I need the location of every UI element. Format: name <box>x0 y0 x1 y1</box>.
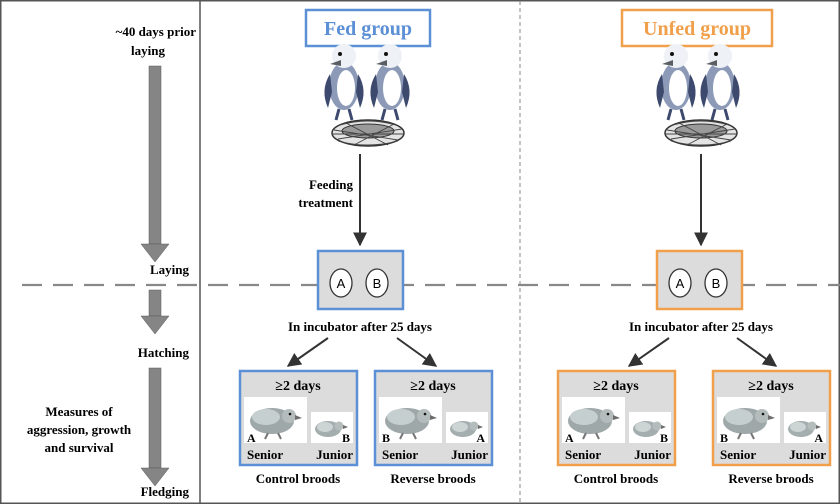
fed-arrow-control <box>286 337 329 367</box>
unfed-reverse-letter-b: B <box>720 431 728 445</box>
unfed-incubator-label: In incubator after 25 days <box>629 319 773 334</box>
unfed-reverse-days: ≥2 days <box>748 379 794 394</box>
timeline-prior-line2: laying <box>131 43 165 58</box>
unfed-egg-b <box>704 268 728 298</box>
fed-reverse-brood-box: ≥2 days B A Senior Junior <box>373 369 494 467</box>
fed-egg-b-label: B <box>373 276 382 291</box>
timeline-column: ~40 days prior laying Laying Hatching Me… <box>27 24 196 499</box>
fed-reverse-junior-label: Junior <box>451 447 488 462</box>
unfed-reverse-broods-caption: Reverse broods <box>728 471 813 486</box>
fed-incubator-label: In incubator after 25 days <box>288 319 432 334</box>
fed-reverse-broods-caption: Reverse broods <box>390 471 475 486</box>
timeline-arrow-2 <box>140 289 170 335</box>
unfed-control-letter-b: B <box>660 431 668 445</box>
unfed-reverse-letter-a: A <box>814 431 823 445</box>
fed-control-brood-box: ≥2 days A B Senior Junior <box>238 369 359 467</box>
unfed-reverse-brood-box: ≥2 days B A Senior Junior <box>711 369 832 467</box>
fed-eggs-box <box>316 249 405 311</box>
unfed-reverse-junior-label: Junior <box>789 447 826 462</box>
fed-egg-a-label: A <box>337 276 346 291</box>
timeline-measures-line2: aggression, growth <box>27 422 132 437</box>
unfed-control-letter-a: A <box>565 431 574 445</box>
fed-reverse-letter-b: B <box>382 431 390 445</box>
fed-group-title-box <box>304 8 432 48</box>
unfed-reverse-senior-label: Senior <box>720 447 756 462</box>
fed-treatment-line2: treatment <box>298 195 353 210</box>
timeline-laying: Laying <box>150 262 190 277</box>
unfed-arrow-control <box>627 337 670 367</box>
fed-control-days: ≥2 days <box>275 379 321 394</box>
unfed-nest <box>664 119 738 147</box>
fed-control-letter-b: B <box>342 431 350 445</box>
fed-control-broods-caption: Control broods <box>256 471 340 486</box>
timeline-arrow-3 <box>140 367 170 487</box>
fed-parent-bird-left <box>322 42 366 122</box>
timeline-arrow-1 <box>140 65 170 263</box>
timeline-hatching: Hatching <box>138 345 190 360</box>
unfed-parent-bird-right <box>698 42 742 122</box>
unfed-arrow-reverse <box>736 337 778 367</box>
fed-control-junior-label: Junior <box>316 447 353 462</box>
unfed-parent-bird-left <box>654 42 698 122</box>
timeline-prior-line1: ~40 days prior <box>116 24 197 39</box>
unfed-control-brood-box: ≥2 days A B Senior Junior <box>556 369 677 467</box>
unfed-group-title: Unfed group <box>643 18 751 40</box>
fed-arrow-reverse <box>396 337 438 367</box>
fed-control-senior-label: Senior <box>247 447 283 462</box>
unfed-egg-a <box>668 268 692 298</box>
unfed-control-senior-label: Senior <box>565 447 601 462</box>
fed-reverse-days: ≥2 days <box>410 379 456 394</box>
timeline-measures-line3: and survival <box>45 440 114 455</box>
unfed-control-broods-caption: Control broods <box>574 471 658 486</box>
timeline-measures-line1: Measures of <box>45 404 113 419</box>
unfed-group-section: Unfed group A B In incubator after 25 da… <box>556 8 832 486</box>
fed-treatment-line1: Feeding <box>309 177 354 192</box>
unfed-control-junior-label: Junior <box>634 447 671 462</box>
unfed-group-title-box <box>620 8 774 48</box>
fed-egg-b <box>365 268 389 298</box>
unfed-control-days: ≥2 days <box>593 379 639 394</box>
fed-nest <box>331 119 405 147</box>
timeline-fledging: Fledging <box>141 484 190 499</box>
unfed-egg-b-label: B <box>712 276 721 291</box>
fed-egg-a <box>329 268 353 298</box>
fed-reverse-letter-a: A <box>476 431 485 445</box>
fed-parent-bird-right <box>368 42 412 122</box>
fed-group-title: Fed group <box>324 18 412 40</box>
fed-reverse-senior-label: Senior <box>382 447 418 462</box>
fed-control-letter-a: A <box>247 431 256 445</box>
fed-group-section: Fed group Feeding treatment A B In incub… <box>238 8 494 486</box>
unfed-egg-a-label: A <box>676 276 685 291</box>
